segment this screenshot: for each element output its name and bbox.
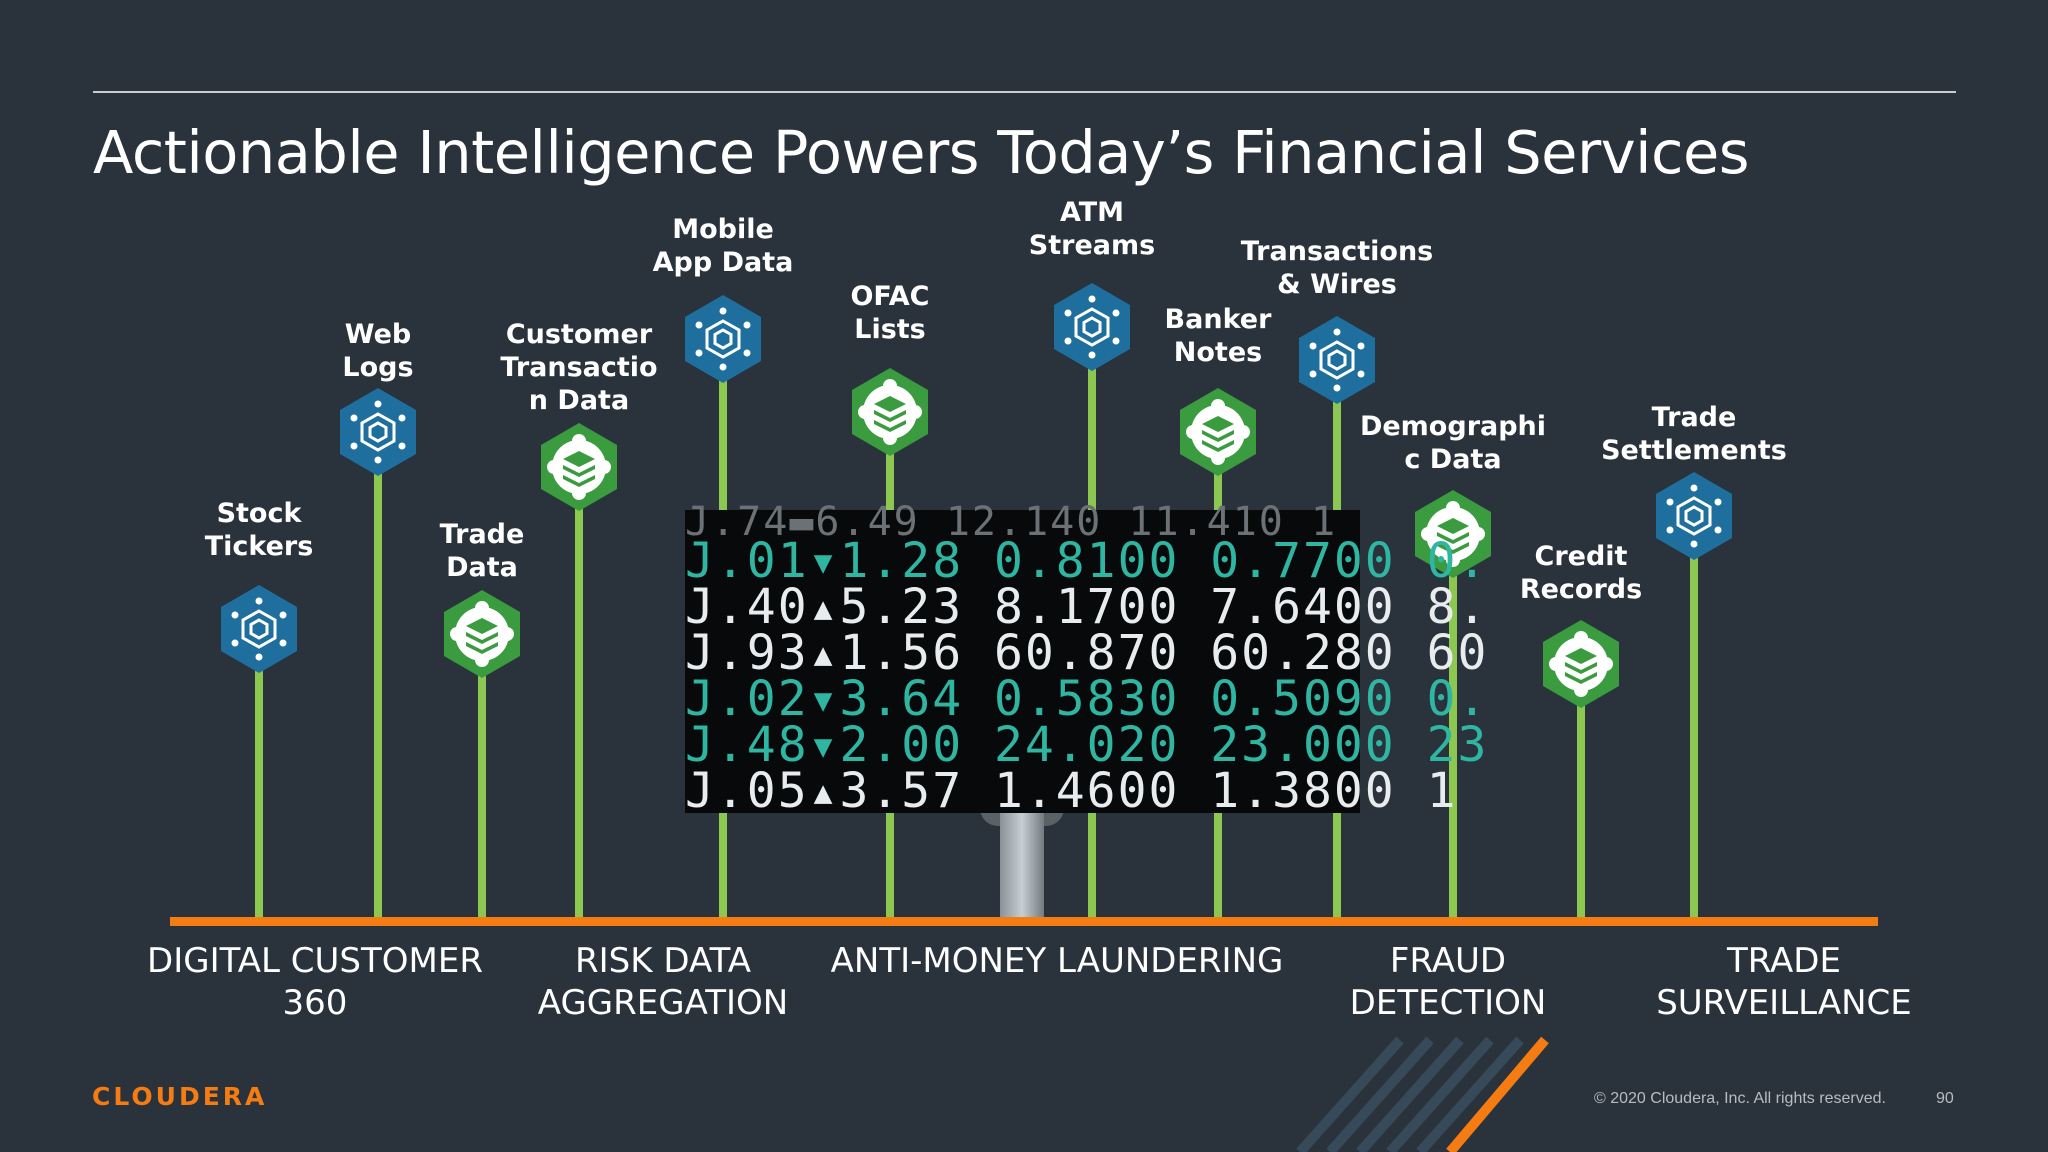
data-source-label-line: Data <box>446 552 518 583</box>
data-source-label-line: Records <box>1519 574 1643 605</box>
cluster-node-icon <box>1296 314 1378 406</box>
ticker-row: J.93▴1.56 60.870 60.280 60 <box>685 625 1489 681</box>
source-pole <box>1690 550 1698 917</box>
cluster-node-icon <box>1051 281 1133 373</box>
data-stack-icon <box>538 421 620 513</box>
data-source-label-line: Streams <box>1028 230 1156 261</box>
data-source-label-line: OFAC <box>850 281 930 312</box>
source-pole <box>374 466 382 917</box>
cluster-node-icon <box>682 293 764 385</box>
use-case-category-line: SURVEILLANCE <box>1656 983 1912 1023</box>
data-stack-icon <box>1412 488 1494 580</box>
use-case-category-line: DIGITAL CUSTOMER <box>147 941 483 981</box>
source-pole <box>1577 698 1585 917</box>
data-source-label-line: Stock <box>216 498 302 529</box>
use-case-baseline <box>170 917 1878 926</box>
data-source-label-line: Lists <box>854 314 926 345</box>
data-source-label-line: Settlements <box>1601 435 1787 466</box>
use-case-category-line: AGGREGATION <box>537 983 789 1023</box>
data-source-label-line: Transactions <box>1240 236 1434 267</box>
use-case-category-line: DETECTION <box>1349 983 1547 1023</box>
top-divider <box>93 91 1956 93</box>
ticker-row: J.48▾2.00 24.020 23.000 23 <box>685 717 1489 773</box>
source-pole <box>575 501 583 917</box>
data-source-label-line: & Wires <box>1277 269 1397 300</box>
data-source-label-line: Customer <box>505 319 653 350</box>
ticker-row: J.02▾3.64 0.5830 0.5090 0. <box>685 671 1489 727</box>
copyright-text: © 2020 Cloudera, Inc. All rights reserve… <box>1594 1090 1886 1107</box>
use-case-category-line: RISK DATA <box>575 941 751 981</box>
ticker-row: J.40▴5.23 8.1700 7.6400 8. <box>685 579 1489 635</box>
data-source-label-line: n Data <box>528 385 630 416</box>
cluster-node-icon <box>1653 470 1735 562</box>
data-source-label-line: Trade <box>1651 402 1737 433</box>
data-stack-icon <box>1177 386 1259 478</box>
data-source-label-line: Demographi <box>1359 411 1547 442</box>
use-case-category-line: FRAUD <box>1389 941 1507 981</box>
data-source-label-line: Transactio <box>500 352 658 383</box>
data-source-label-line: Trade <box>439 519 525 550</box>
ticker-row: J.05▴3.57 1.4600 1.3800 1 <box>685 763 1458 819</box>
data-source-label: Transactions& Wires <box>1237 235 1437 301</box>
data-stack-icon <box>1540 618 1622 710</box>
data-source-label-line: Logs <box>342 352 414 383</box>
data-stack-icon <box>441 588 523 680</box>
use-case-category-line: TRADE <box>1727 941 1841 981</box>
cluster-node-icon <box>218 583 300 675</box>
cluster-node-icon <box>337 386 419 478</box>
data-source-label-line: Notes <box>1173 337 1263 368</box>
use-case-category: ANTI-MONEY LAUNDERING <box>831 940 1284 982</box>
decorative-stripes <box>1296 1036 1549 1152</box>
source-pole <box>478 668 486 917</box>
data-source-label-line: c Data <box>1404 444 1502 475</box>
ticker-row: J.01▾1.28 0.8100 0.7700 0. <box>685 533 1489 589</box>
data-source-label-line: Banker <box>1164 304 1272 335</box>
data-source-label-line: App Data <box>652 247 794 278</box>
ticker-stand-post <box>1000 813 1044 917</box>
page-number: 90 <box>1936 1090 1954 1107</box>
data-source-label-line: Tickers <box>204 531 314 562</box>
ticker-row: J.74▬6.49 12.140 11.410 1 <box>685 499 1338 545</box>
data-source-label-line: Mobile <box>672 214 774 245</box>
data-source-label-line: ATM <box>1059 197 1125 228</box>
use-case-category-line: ANTI-MONEY LAUNDERING <box>830 941 1284 981</box>
data-source-label-line: Credit <box>1534 541 1628 572</box>
slide-title: Actionable Intelligence Powers Today’s F… <box>93 118 1750 187</box>
data-stack-icon <box>849 366 931 458</box>
source-pole <box>255 663 263 917</box>
use-case-category-line: 360 <box>282 983 348 1023</box>
cloudera-logo: CLOUDERA <box>92 1082 268 1111</box>
data-source-label-line: Web <box>344 319 412 350</box>
source-pole <box>1449 568 1457 917</box>
